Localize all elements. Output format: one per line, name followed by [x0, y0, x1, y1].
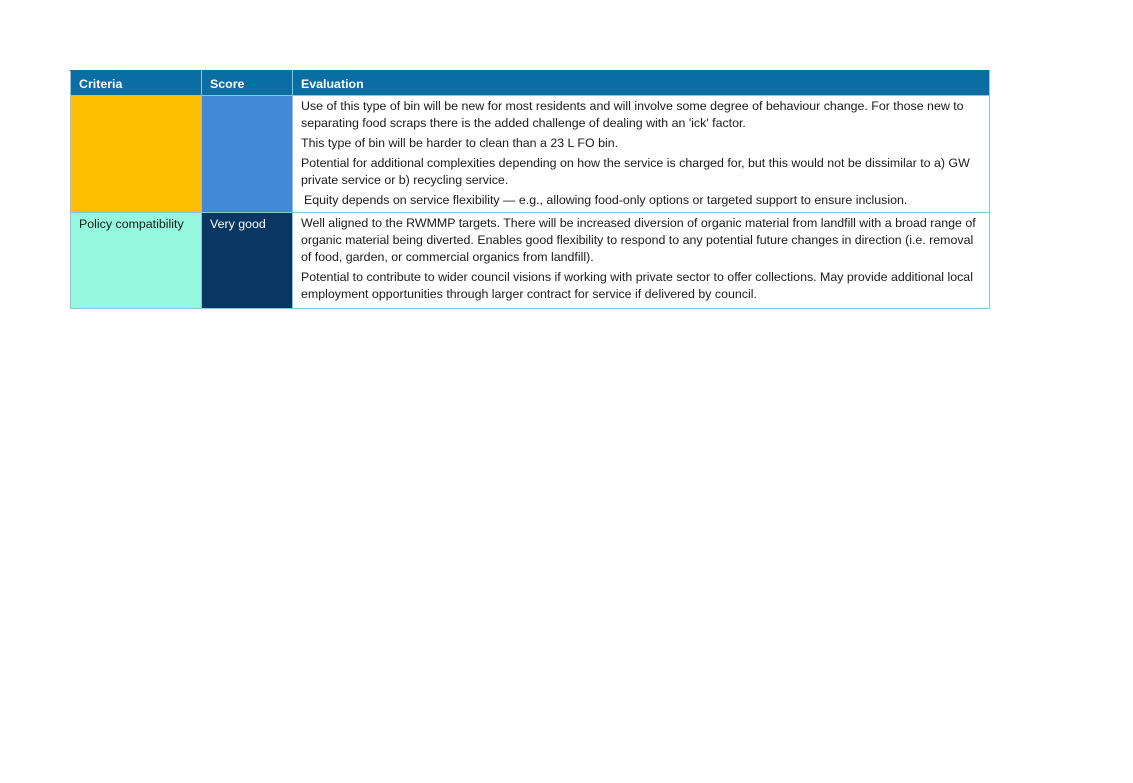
criteria-cell — [70, 95, 202, 213]
evaluation-paragraph: Use of this type of bin will be new for … — [301, 99, 964, 130]
score-cell — [201, 95, 293, 213]
evaluation-paragraph: Potential to contribute to wider council… — [301, 270, 973, 301]
table-row: Policy compatibility Very good Well alig… — [70, 212, 990, 309]
table-row: Use of this type of bin will be new for … — [70, 95, 990, 213]
evaluation-paragraph: Potential for additional complexities de… — [301, 156, 970, 187]
header-score: Score — [201, 70, 293, 96]
evaluation-cell: Use of this type of bin will be new for … — [292, 95, 990, 213]
evaluation-table: Criteria Score Evaluation Use of this ty… — [70, 70, 990, 309]
evaluation-paragraph: Equity depends on service flexibility — … — [304, 193, 908, 207]
evaluation-cell: Well aligned to the RWMMP targets. There… — [292, 212, 990, 309]
score-cell: Very good — [201, 212, 293, 309]
header-criteria: Criteria — [70, 70, 202, 96]
criteria-cell: Policy compatibility — [70, 212, 202, 309]
evaluation-paragraph: Well aligned to the RWMMP targets. There… — [301, 216, 976, 264]
header-evaluation: Evaluation — [292, 70, 990, 96]
evaluation-paragraph: This type of bin will be harder to clean… — [301, 136, 619, 150]
table-header-row: Criteria Score Evaluation — [70, 70, 990, 96]
